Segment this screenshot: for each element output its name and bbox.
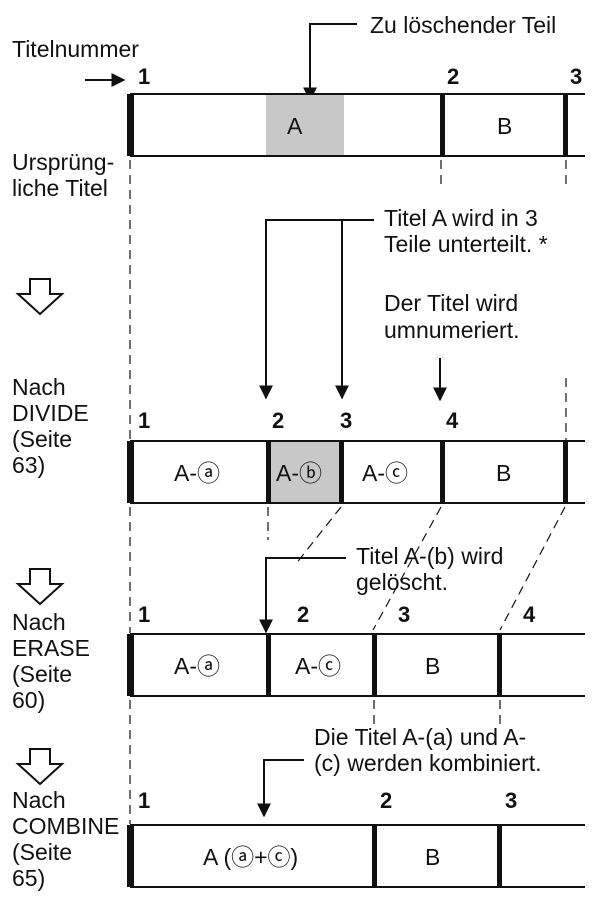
erase-label-line3: (Seite — [12, 661, 72, 687]
erase-number-4: 4 — [523, 602, 536, 627]
erase-number-3: 3 — [398, 602, 410, 627]
divide-cell-b: A-ⓑ — [276, 460, 322, 486]
erase-number-1: 1 — [138, 602, 150, 627]
divide-track: A-ⓐ A-ⓑ A-ⓒ B — [127, 440, 585, 504]
erase-boundary-2 — [266, 634, 271, 696]
guides-divide-erase — [129, 506, 566, 633]
note-divide-line1: Titel A wird in 3 — [384, 205, 538, 231]
divide-cell-c: A-ⓒ — [362, 460, 408, 486]
erase-cell-a: A-ⓐ — [174, 653, 220, 679]
title-number-label: Titelnummer — [12, 36, 139, 62]
original-cell-a: A — [287, 113, 303, 139]
note-renumber-line2: umnumeriert. — [384, 317, 519, 343]
note-erase-line2: gelöscht. — [356, 569, 448, 595]
divide-number-2: 2 — [272, 408, 284, 433]
divide-cell-a: A-ⓐ — [174, 460, 220, 486]
divide-label-line1: Nach — [12, 374, 66, 400]
combine-cell-ac: A (ⓐ+ⓒ) — [203, 844, 298, 870]
combine-arrow — [257, 759, 304, 818]
note-combine-line1: Die Titel A-(a) und A- — [314, 724, 526, 750]
erase-cell-c: A-ⓒ — [295, 653, 341, 679]
guides-original-divide — [129, 160, 567, 440]
combine-label-line3: (Seite — [12, 839, 72, 865]
erase-cell-b: B — [425, 653, 440, 679]
divide-boundary-1 — [127, 441, 134, 503]
combine-track: A (ⓐ+ⓒ) B — [127, 824, 585, 888]
erase-label-line4: 60) — [12, 687, 45, 713]
combine-label-line2: COMBINE — [12, 813, 119, 839]
combine-boundary-3 — [497, 825, 502, 887]
combine-number-2: 2 — [380, 788, 392, 813]
guides-erase-combine — [129, 700, 501, 824]
erase-arrow — [259, 557, 346, 634]
divide-label-line4: 63) — [12, 452, 45, 478]
delete-part-label: Zu löschender Teil — [370, 12, 556, 38]
original-cell-b: B — [497, 113, 512, 139]
down-arrow-icon-1 — [15, 278, 65, 316]
divide-label-line3: (Seite — [12, 426, 72, 452]
note-erase-line1: Titel A-(b) wird — [356, 543, 503, 569]
original-label-line1: Ursprüng- — [12, 149, 114, 175]
erase-boundary-1 — [127, 634, 134, 696]
down-arrow-icon-3 — [15, 748, 65, 786]
combine-boundary-2 — [372, 825, 377, 887]
original-number-3: 3 — [570, 64, 582, 89]
note-divide-line2: Teile unterteilt. * — [384, 231, 548, 257]
combine-label-line4: 65) — [12, 865, 45, 891]
original-number-1: 1 — [138, 64, 150, 89]
title-boundary-3 — [563, 94, 568, 156]
erase-number-2: 2 — [297, 602, 309, 627]
down-arrow-icon-2 — [15, 568, 65, 606]
note-combine-line2: (c) werden kombiniert. — [314, 750, 542, 776]
combine-cell-b: B — [425, 844, 440, 870]
title-boundary-1 — [127, 94, 134, 156]
erase-track: A-ⓐ A-ⓒ B — [127, 633, 585, 697]
original-number-2: 2 — [447, 64, 459, 89]
divide-boundary-3 — [339, 441, 344, 503]
erase-boundary-4 — [497, 634, 502, 696]
delete-part-arrow — [303, 23, 357, 102]
erase-boundary-3 — [372, 634, 377, 696]
divide-number-3: 3 — [340, 408, 352, 433]
divide-label-line2: DIVIDE — [12, 400, 89, 426]
divide-cell-d: B — [496, 460, 511, 486]
divide-highlight-b — [270, 441, 340, 503]
combine-number-1: 1 — [138, 788, 150, 813]
divide-boundary-4 — [440, 441, 445, 503]
to-delete-highlight — [266, 94, 344, 156]
divide-boundary-end — [563, 441, 568, 503]
divide-boundary-2 — [266, 441, 271, 503]
combine-label-line1: Nach — [12, 787, 66, 813]
title-boundary-2 — [440, 94, 445, 156]
note-renumber-line1: Der Titel wird — [384, 290, 518, 316]
divide-number-4: 4 — [446, 408, 459, 433]
combine-number-3: 3 — [505, 788, 517, 813]
erase-label-line1: Nach — [12, 609, 66, 635]
original-label-line2: liche Titel — [12, 175, 108, 201]
combine-boundary-1 — [127, 825, 134, 887]
erase-label-line2: ERASE — [12, 635, 90, 661]
original-track: A B — [127, 93, 585, 157]
divide-arrow-left — [259, 219, 374, 400]
divide-number-1: 1 — [138, 408, 150, 433]
